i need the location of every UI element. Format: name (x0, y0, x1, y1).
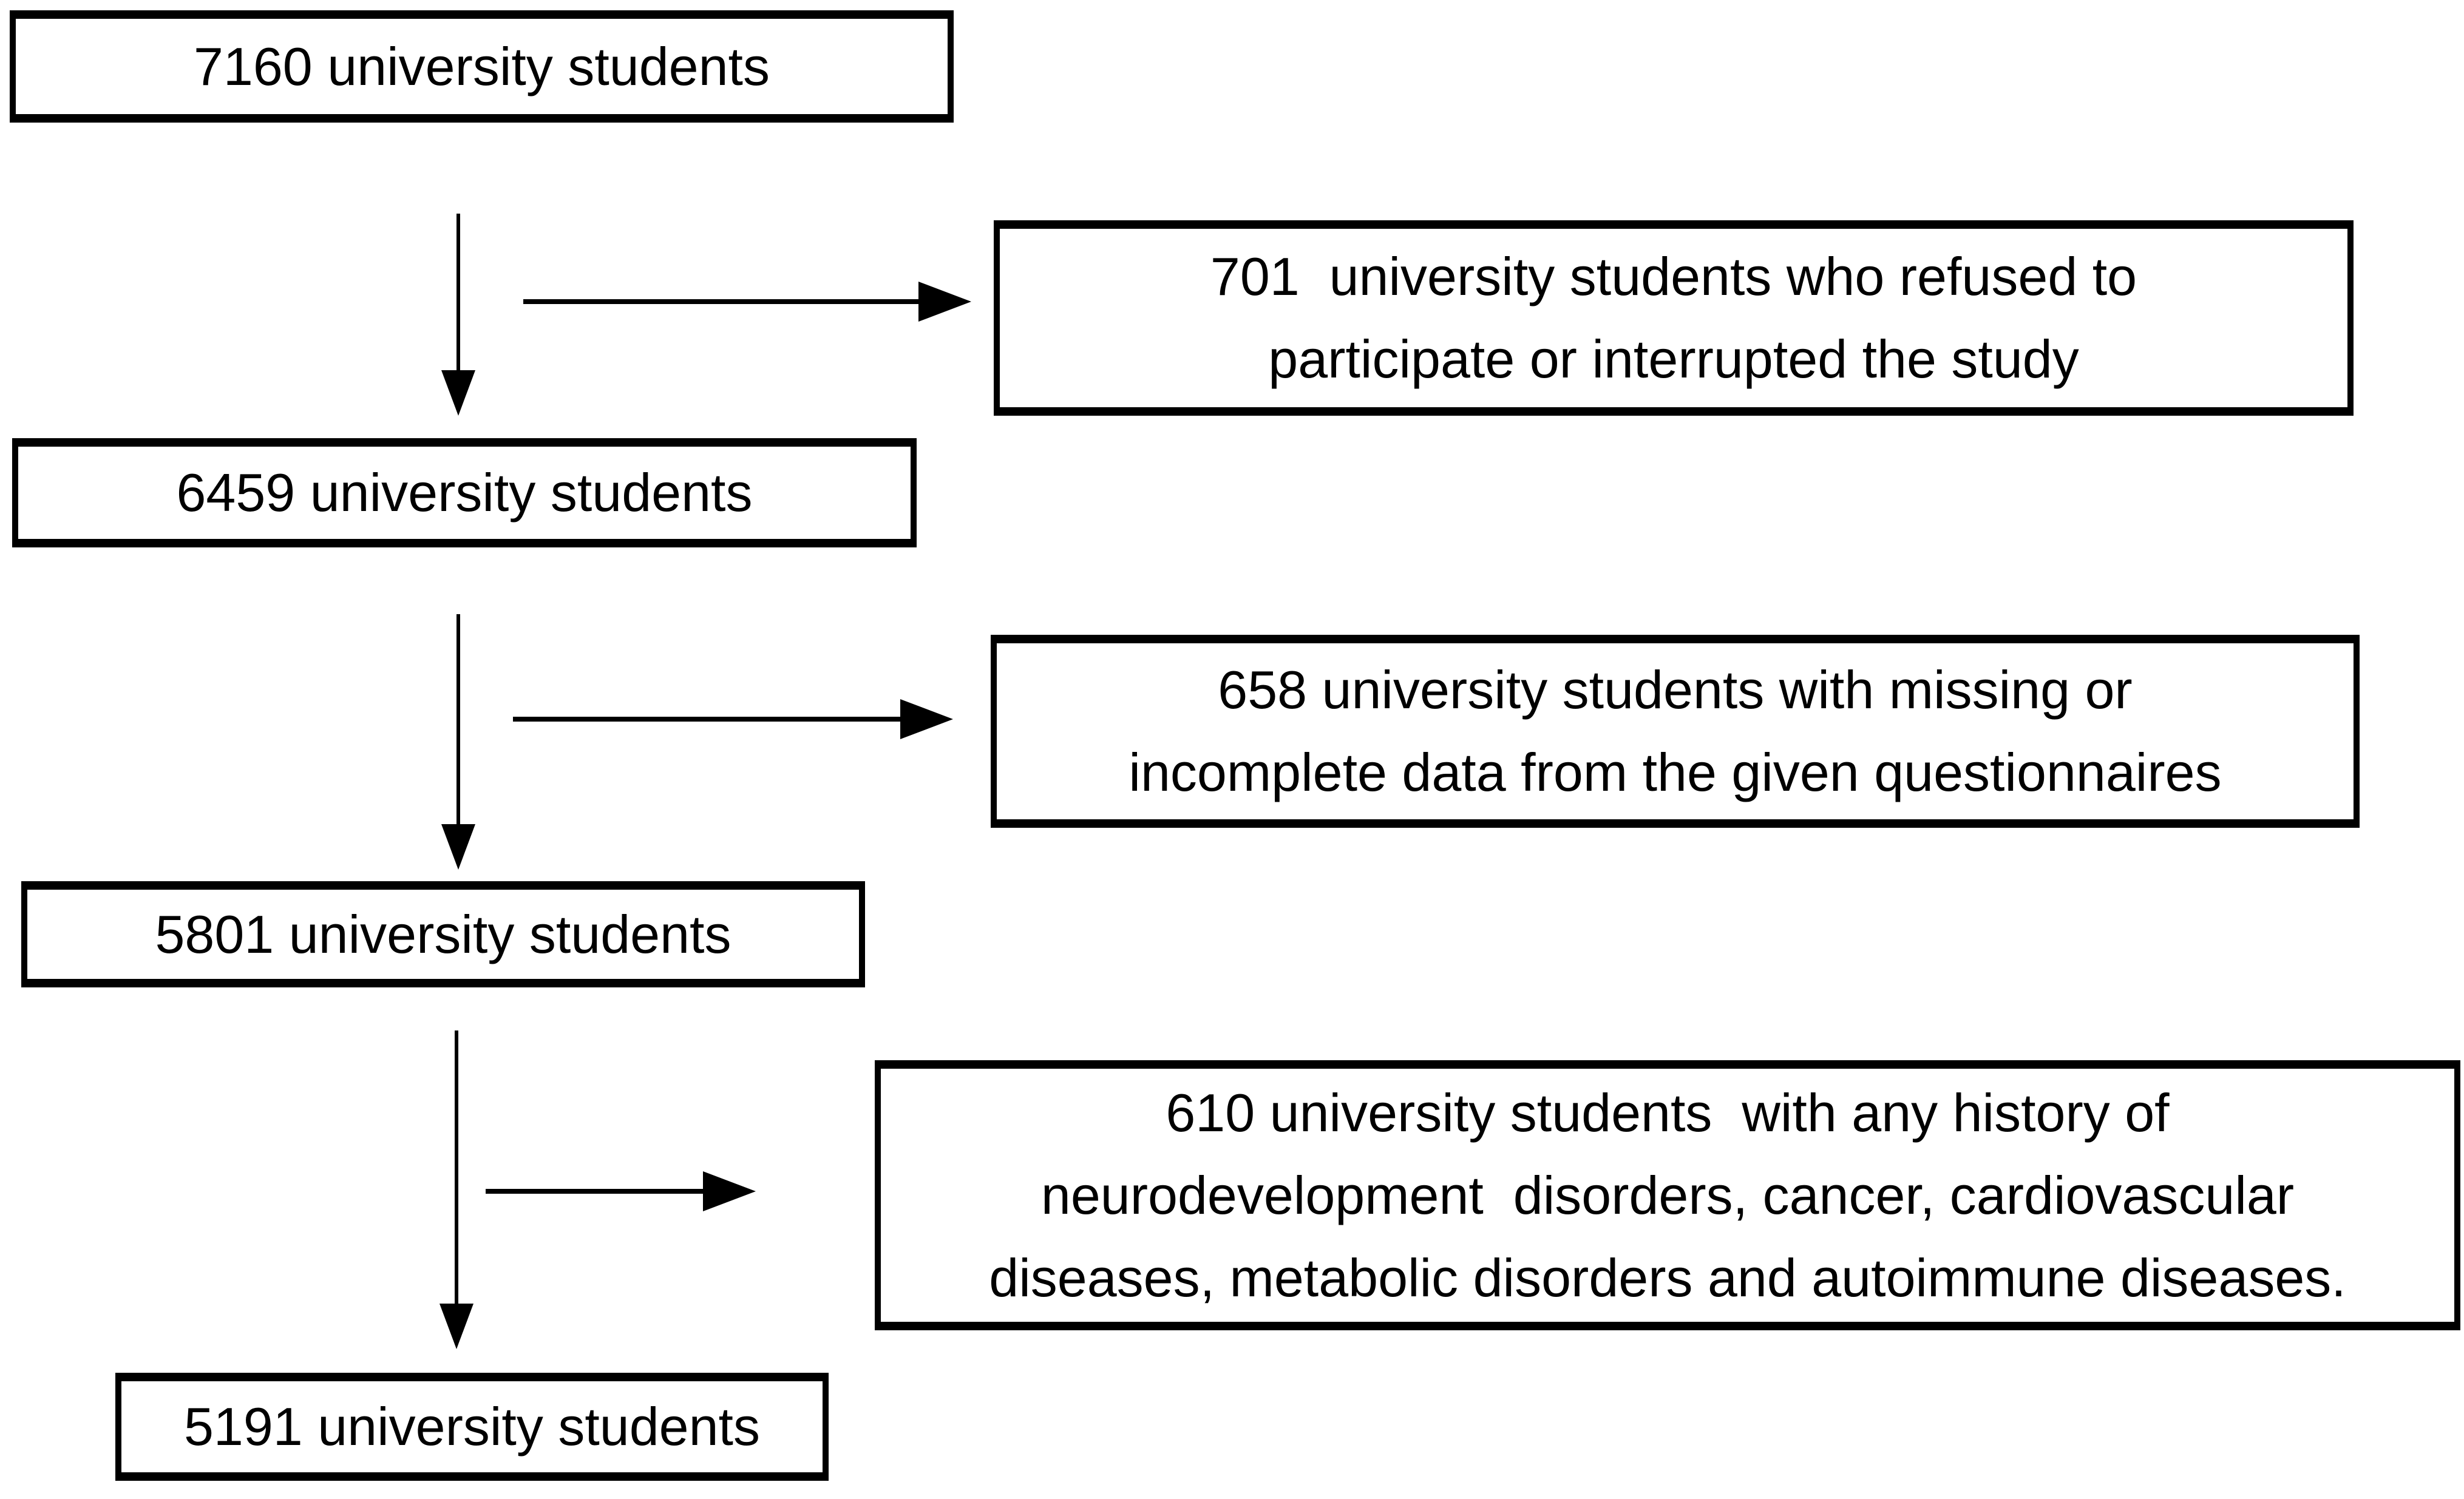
branch-arrowhead-3 (703, 1171, 756, 1211)
down-arrowhead-3 (440, 1304, 473, 1349)
exclusion-box-658-line-1: 658 university students with missing or (1218, 660, 2133, 720)
stage-box-6459-label: 6459 university students (176, 462, 753, 523)
exclusion-box-658: 658 university students with missing or … (991, 635, 2360, 828)
branch-arrowhead-2 (900, 699, 953, 739)
exclusion-box-701: 701 university students who refused to p… (994, 220, 2354, 416)
down-arrowhead-2 (441, 824, 475, 870)
exclusion-box-701-line-2: participate or interrupted the study (1268, 329, 2079, 389)
stage-box-5191-label: 5191 university students (183, 1396, 760, 1457)
stage-box-7160-label: 7160 university students (193, 36, 770, 96)
branch-arrowhead-1 (918, 282, 971, 322)
exclusion-box-610-line-3: diseases, metabolic disorders and autoim… (989, 1247, 2346, 1308)
stage-box-5191: 5191 university students (115, 1373, 829, 1481)
stage-box-7160: 7160 university students (10, 10, 954, 123)
stage-box-5801: 5801 university students (21, 881, 865, 987)
exclusion-box-610: 610 university students with any history… (875, 1060, 2460, 1330)
stage-box-5801-label: 5801 university students (155, 904, 731, 964)
exclusion-box-701-line-1: 701 university students who refused to (1210, 246, 2137, 306)
exclusion-box-610-line-1: 610 university students with any history… (1166, 1082, 2170, 1143)
down-arrowhead-1 (441, 370, 475, 416)
exclusion-box-658-line-2: incomplete data from the given questionn… (1128, 742, 2222, 802)
stage-box-6459: 6459 university students (12, 438, 917, 547)
exclusion-box-610-line-2: neurodevelopment disorders, cancer, card… (1040, 1165, 2295, 1225)
